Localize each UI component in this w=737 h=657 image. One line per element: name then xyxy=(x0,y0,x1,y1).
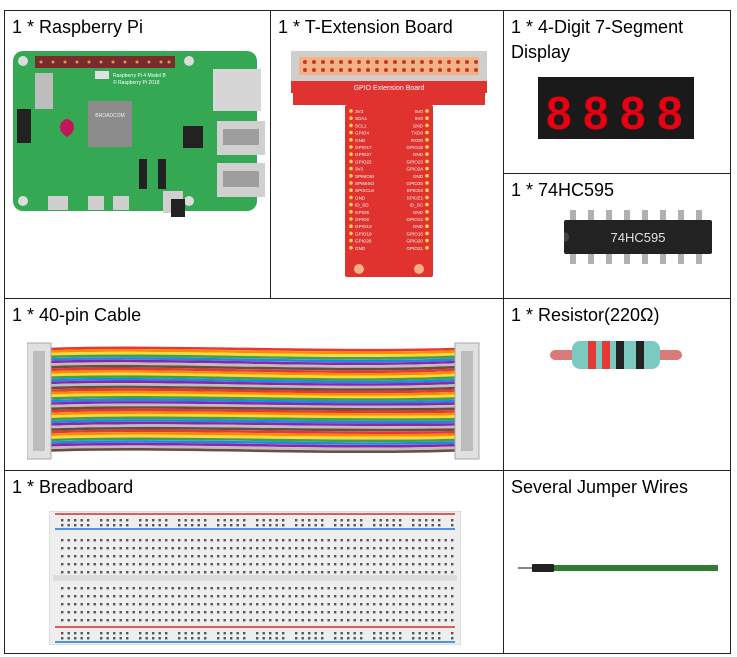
pin-label-right: 5V0 xyxy=(415,116,424,121)
label-breadboard: 1 * Breadboard xyxy=(12,477,134,497)
resistor-image xyxy=(550,337,682,373)
cell-t-extension-board: 1 * T-Extension Board GPIO Extension Boa… xyxy=(270,10,504,299)
segment-digit: 8 xyxy=(657,87,683,139)
pin-label-right: 5V0 xyxy=(415,109,424,114)
pin-label-right: GND xyxy=(413,152,424,157)
pin-label-right: GPIO23 xyxy=(406,159,423,164)
pin-label-right: GPIO21 xyxy=(406,246,423,251)
pin-label-right: RXD0 xyxy=(411,138,424,143)
pin-label-right: ID_SC xyxy=(409,203,423,208)
segment-digit: 8 xyxy=(620,87,646,139)
raspberry-pi-image: BROADCOM Raspberry Pi 4 Model B © Raspbe… xyxy=(13,51,265,221)
pin-label-left: GND xyxy=(355,195,366,200)
extension-board-title: GPIO Extension Board xyxy=(354,85,425,92)
pin-label-right: TXD0 xyxy=(411,131,423,136)
chip-marking: 74HC595 xyxy=(611,230,666,245)
label-seven-segment-display: 1 * 4-Digit 7-Segment Display xyxy=(511,17,684,62)
label-ribbon-cable: 1 * 40-pin Cable xyxy=(12,305,142,325)
pin-label-right: GPIO18 xyxy=(406,145,423,150)
pin-label-left: SDA1 xyxy=(355,116,367,121)
pin-label-left: GPIO5 xyxy=(355,210,369,215)
cell-ribbon-cable: 1 * 40-pin Cable xyxy=(4,298,504,471)
label-t-extension-board: 1 * T-Extension Board xyxy=(278,17,453,37)
pin-label-right: SPICE0 xyxy=(407,188,424,193)
pin-label-right: GND xyxy=(413,123,424,128)
cell-jumper-wire: Several Jumper Wires xyxy=(503,470,731,654)
pin-label-left: SPISCLK xyxy=(355,188,375,193)
pin-label-left: ID_SD xyxy=(355,203,369,208)
pin-label-left: GPIO17 xyxy=(355,145,372,150)
breadboard-image xyxy=(49,511,461,645)
pin-label-left: GND xyxy=(355,138,366,143)
pin-label-left: SCL1 xyxy=(355,123,367,128)
label-raspberry-pi: 1 * Raspberry Pi xyxy=(12,17,144,37)
pin-label-left: 3V3 xyxy=(355,167,364,172)
pin-label-left: GPIO13 xyxy=(355,224,372,229)
pin-label-right: GND xyxy=(413,224,424,229)
shift-register-image: 74HC595 xyxy=(560,210,716,264)
segment-digit: 8 xyxy=(546,87,572,139)
board-copyright-text: © Raspberry Pi 2018 xyxy=(113,79,160,86)
pin-label-right: GND xyxy=(413,210,424,215)
components-table: 1 * Raspberry Pi BROADCOM xyxy=(4,10,731,654)
pin-label-left: GPIO27 xyxy=(355,152,372,157)
label-resistor: 1 * Resistor(220Ω) xyxy=(511,305,660,325)
pin-label-left: SPIMISO xyxy=(355,181,375,186)
pin-label-left: GPIO4 xyxy=(355,131,369,136)
cell-breadboard: 1 * Breadboard xyxy=(4,470,504,654)
jumper-wire-image xyxy=(518,561,718,575)
pin-label-right: GPIO16 xyxy=(406,231,423,236)
label-shift-register: 1 * 74HC595 xyxy=(511,180,615,200)
pin-label-left: GPIO6 xyxy=(355,217,369,222)
pin-label-left: GPIO26 xyxy=(355,239,372,244)
cell-raspberry-pi: 1 * Raspberry Pi BROADCOM xyxy=(4,10,271,299)
segment-digit: 8 xyxy=(583,87,609,139)
cell-resistor: 1 * Resistor(220Ω) xyxy=(503,298,731,471)
pin-label-right: GPIO24 xyxy=(406,167,423,172)
pin-label-left: SPIMOSI xyxy=(355,174,374,179)
pin-label-right: GPIO25 xyxy=(406,181,423,186)
pin-label-right: SPICE1 xyxy=(407,195,424,200)
pin-label-right: GND xyxy=(413,174,424,179)
pin-label-left: GND xyxy=(355,246,366,251)
pin-label-left: GPIO22 xyxy=(355,159,372,164)
cell-shift-register: 1 * 74HC595 74HC595 xyxy=(503,173,731,299)
pin-label-right: GPIO12 xyxy=(406,217,423,222)
ribbon-cable-image xyxy=(27,339,483,465)
pin-label-right: GPIO20 xyxy=(406,239,423,244)
svg-text:BROADCOM: BROADCOM xyxy=(95,113,124,119)
label-jumper-wire: Several Jumper Wires xyxy=(511,477,689,497)
board-model-text: Raspberry Pi 4 Model B xyxy=(113,73,166,79)
pin-label-left: 3V3 xyxy=(355,109,364,114)
pin-label-left: GPIO19 xyxy=(355,231,372,236)
